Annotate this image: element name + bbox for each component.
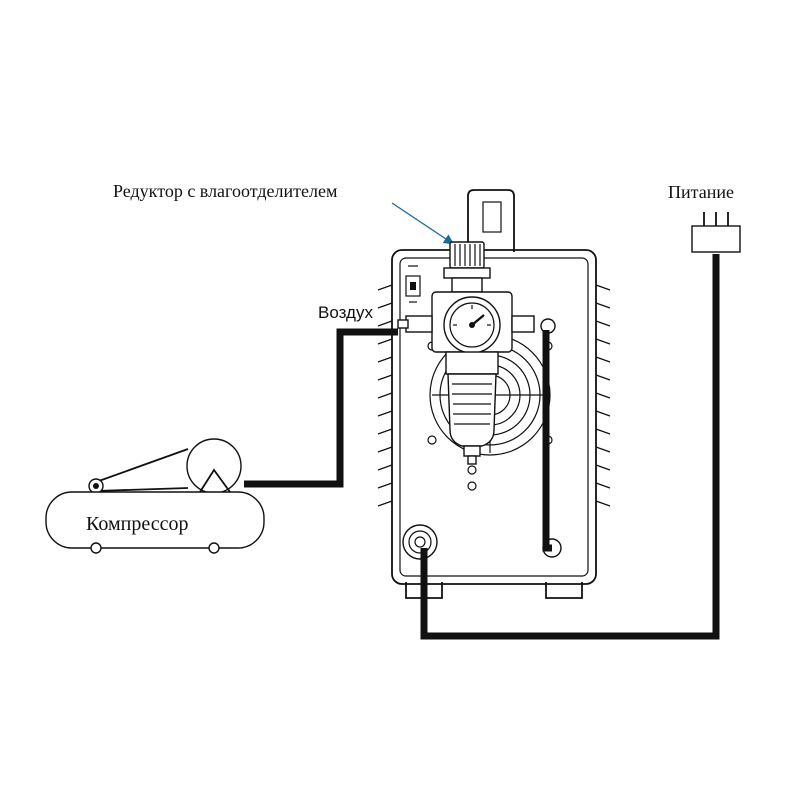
- power-cable: [420, 254, 720, 640]
- filter-bowl: [445, 351, 499, 375]
- air-inlet-fitting: [405, 315, 433, 333]
- air-label: Воздух: [318, 303, 373, 322]
- air-outlet-fitting: [511, 315, 535, 333]
- machine-body: [391, 249, 597, 585]
- regulator-pointer-arrow: [391, 202, 455, 245]
- machine-back-panel: [399, 257, 589, 577]
- compressor-tank: [45, 491, 265, 549]
- compressor-label: Компрессор: [86, 513, 188, 535]
- air-hose: [244, 328, 398, 488]
- power-switch-icon[interactable]: [405, 265, 421, 303]
- compressor-icon: [45, 438, 265, 554]
- machine: [377, 189, 611, 599]
- torch-connector: [402, 524, 438, 560]
- power-label: Питание: [668, 182, 734, 202]
- handle-slot: [482, 201, 502, 233]
- filter-bowl-lower: [447, 373, 497, 447]
- filter-regulator: [397, 241, 535, 465]
- machine-foot-right: [545, 582, 583, 599]
- plug-icon: [691, 212, 741, 253]
- internal-air-hose: [542, 330, 552, 552]
- regulator-label: Редуктор с влагоотделителем: [113, 181, 337, 201]
- pressure-gauge-icon: [443, 296, 501, 354]
- side-fins-right: [595, 284, 611, 507]
- machine-handle: [467, 189, 515, 252]
- side-fins-left: [377, 284, 393, 507]
